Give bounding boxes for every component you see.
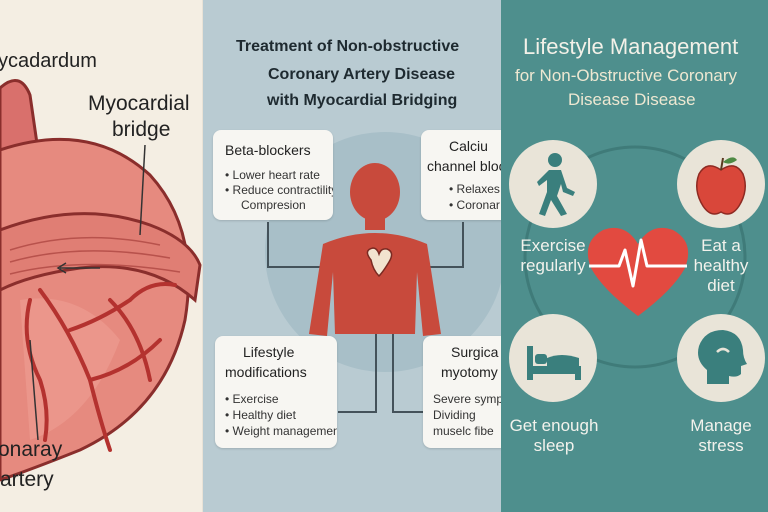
diet-circle	[677, 140, 765, 228]
lifestyle-title-line3: Disease Disease	[568, 90, 696, 109]
apple-icon	[696, 157, 746, 215]
bed-icon	[527, 346, 581, 380]
card-lifestyle-title-line1: Lifestyle	[243, 344, 295, 360]
card-lifestyle-item: • Healthy diet	[225, 408, 296, 422]
card-calcium-item: • Coronar	[449, 198, 500, 212]
treatment-title-line2: Coronary Artery Disease	[268, 66, 456, 83]
diet-label-line2: healthy	[693, 256, 749, 275]
card-lifestyle-item: • Weight management	[225, 424, 337, 438]
walking-person-icon	[537, 153, 575, 216]
treatment-title-line3: with Myocardial Bridging	[267, 92, 458, 109]
exercise-circle	[509, 140, 597, 228]
exercise-label-line2: regularly	[520, 256, 586, 275]
card-calcium-item: • Relaxes	[449, 182, 500, 196]
card-beta-blockers-item: • Reduce contractility	[225, 183, 333, 197]
card-surgical-item: muselc fibe	[433, 424, 494, 438]
card-surgical-title-line2: myotomy	[441, 364, 498, 380]
myocardium-label: ycadardum	[0, 50, 97, 72]
head-icon	[698, 330, 747, 384]
card-beta-blockers: Beta-blockers • Lower heart rate • Reduc…	[213, 130, 333, 220]
lifestyle-panel: Lifestyle Management for Non-Obstructive…	[501, 0, 768, 512]
diet-label-line3: diet	[707, 276, 735, 295]
coronary-artery-label-line1: onaray	[0, 438, 63, 461]
heart-ecg-icon	[587, 227, 689, 316]
coronary-artery-label-line2: artery	[0, 468, 54, 491]
card-lifestyle-modifications: Lifestyle modifications • Exercise • Hea…	[215, 336, 337, 448]
myocardial-bridge-label-line1: Myocardial	[88, 92, 190, 115]
card-calcium-channel-blockers: Calciu channel bloc • Relaxes • Coronar	[421, 130, 501, 220]
treatment-title-line1: Treatment of Non-obstructive	[236, 38, 460, 55]
treatment-panel: Treatment of Non-obstructive Coronary Ar…	[203, 0, 501, 512]
heart-illustration	[0, 79, 202, 482]
lifestyle-title-line1: Lifestyle Management	[523, 34, 739, 59]
diet-label-line1: Eat a	[701, 236, 741, 255]
sleep-label-line2: sleep	[533, 436, 575, 455]
lifestyle-title-line2: for Non-Obstructive Coronary	[515, 66, 738, 85]
myocardial-bridge-label-line2: bridge	[112, 118, 171, 141]
card-lifestyle-item: • Exercise	[225, 392, 279, 406]
card-surgical-title-line1: Surgica	[451, 344, 499, 360]
sleep-circle	[509, 314, 597, 402]
card-surgical-item: Severe symp	[433, 392, 501, 406]
card-beta-blockers-item: • Lower heart rate	[225, 168, 320, 182]
card-beta-blockers-title: Beta-blockers	[225, 142, 311, 158]
card-calcium-title-line2: channel bloc	[427, 158, 501, 174]
stress-label-line2: stress	[698, 436, 744, 455]
stress-label-line1: Manage	[690, 416, 752, 435]
card-beta-blockers-item: Compresion	[241, 198, 306, 212]
sleep-label-line1: Get enough	[509, 416, 599, 435]
card-calcium-title-line1: Calciu	[449, 138, 488, 154]
heart-anatomy-panel: ycadardum Myocardial bridge onaray arter…	[0, 0, 203, 512]
exercise-label-line1: Exercise	[520, 236, 586, 255]
card-lifestyle-title-line2: modifications	[225, 364, 307, 380]
card-surgical-item: Dividing	[433, 408, 476, 422]
stress-circle	[677, 314, 765, 402]
card-surgical-myotomy: Surgica myotomy Severe symp Dividing mus…	[423, 336, 501, 448]
connector-ring	[523, 145, 747, 369]
